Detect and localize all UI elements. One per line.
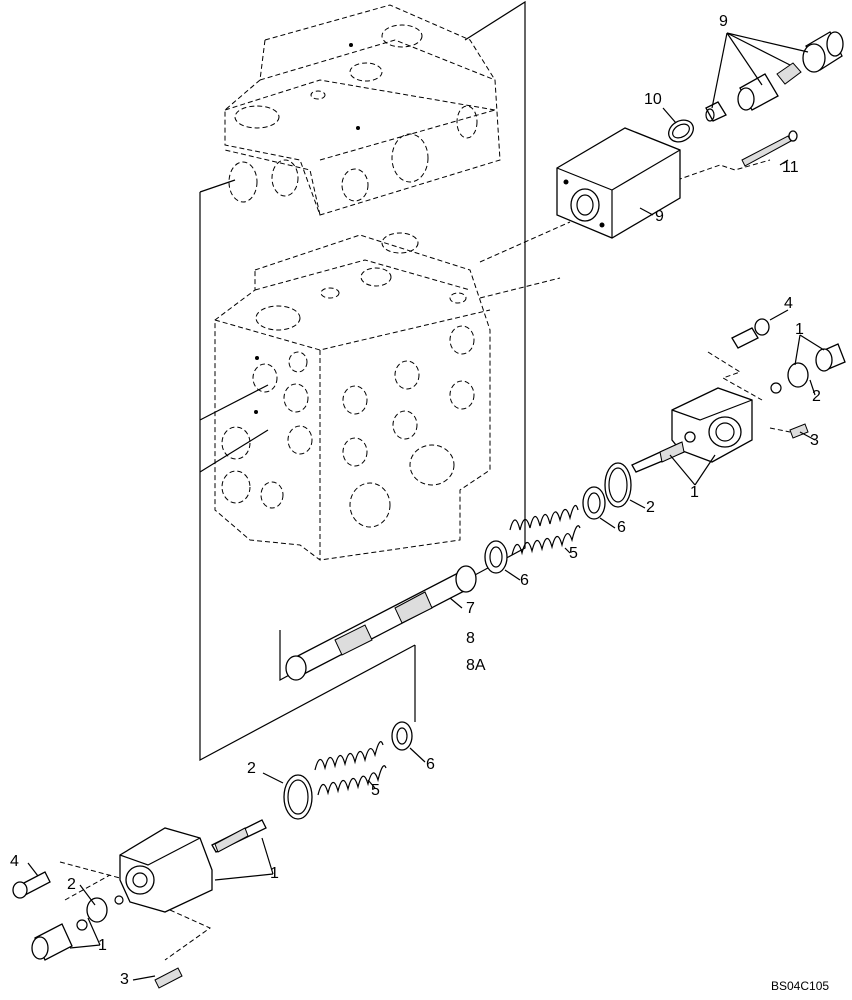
callout-9-a: 9	[719, 13, 728, 30]
leader-lines	[27, 32, 825, 981]
alignment-lines	[59, 159, 791, 961]
drawing-code: BS04C105	[771, 979, 830, 993]
screw-3-upper	[789, 423, 809, 439]
right-end-housing	[631, 387, 753, 473]
callout-2-lower: 2	[247, 760, 256, 777]
callout-11: 11	[782, 159, 799, 176]
callout-2-left: 2	[67, 876, 76, 893]
valve-section-lower	[214, 232, 491, 561]
fitting-4-upper	[731, 318, 770, 349]
callout-7: 7	[466, 600, 475, 617]
spool	[285, 565, 477, 681]
callout-6-mid: 6	[520, 572, 529, 589]
callout-6-right: 6	[617, 519, 626, 536]
callout-4-upper: 4	[784, 295, 793, 312]
upper-spring-stack	[484, 462, 632, 574]
cap-nut-lower	[31, 895, 124, 961]
callout-10: 10	[644, 91, 662, 108]
callout-1-lower: 1	[98, 937, 107, 954]
o-ring-10	[668, 119, 694, 143]
callout-9-b: 9	[655, 208, 664, 225]
callout-6-lower: 6	[426, 756, 435, 773]
end-cap-block	[556, 127, 681, 239]
callout-8: 8	[466, 630, 475, 647]
callout-1-right-housing: 1	[690, 484, 699, 501]
fitting-4-lower	[12, 871, 51, 899]
callout-2-right: 2	[646, 499, 655, 516]
callout-3-lower: 3	[120, 971, 129, 988]
cap-nut-upper	[770, 343, 846, 394]
callout-5-lower: 5	[371, 782, 380, 799]
bolt-11	[741, 130, 798, 167]
screw-3-lower	[154, 967, 183, 989]
callout-4-lower: 4	[10, 853, 19, 870]
valve-section-upper	[224, 4, 501, 216]
callout-3-upper: 3	[810, 432, 819, 449]
callout-5-upper: 5	[569, 545, 578, 562]
left-end-housing	[119, 819, 267, 913]
callout-1-left-housing: 1	[270, 865, 279, 882]
callout-8a: 8A	[466, 657, 486, 674]
callout-2-upper: 2	[812, 388, 821, 405]
assembly-boundary	[199, 0, 526, 762]
lower-spring-stack	[283, 721, 413, 820]
relief-valve-parts	[705, 31, 844, 122]
callout-1-upper: 1	[795, 321, 804, 338]
